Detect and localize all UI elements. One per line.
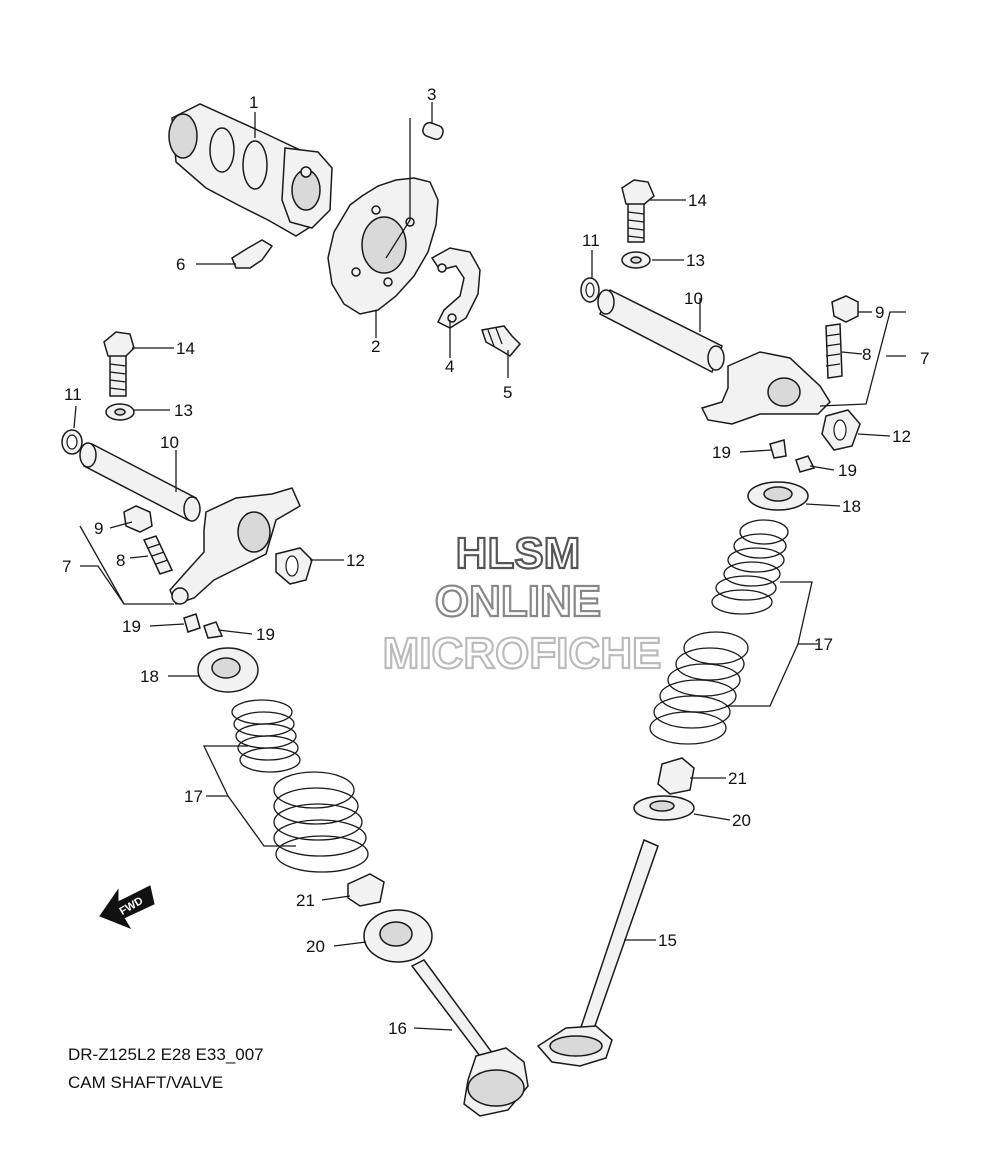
watermark-line-3: MICROFICHE: [383, 629, 662, 678]
leader-lines: [73, 102, 906, 1031]
callout-20-right: 20: [732, 811, 751, 830]
callout-10-right: 10: [684, 289, 703, 308]
right-rocker-bolt: [621, 179, 655, 243]
sprocket-bolt: [481, 325, 522, 357]
callout-12-right: 12: [892, 427, 911, 446]
callout-16: 16: [388, 1019, 407, 1038]
callout-21-right: 21: [728, 769, 747, 788]
callout-19-right-b: 19: [838, 461, 857, 480]
camshaft: [168, 103, 333, 237]
left-outer-spring: [273, 771, 369, 873]
callout-11-right: 11: [582, 231, 600, 250]
left-adjust-screw: [142, 535, 174, 575]
callout-11-left: 11: [64, 385, 82, 404]
sprocket-plate: [430, 247, 481, 329]
fwd-arrow: FWD: [99, 885, 155, 930]
callout-19-right-a: 19: [712, 443, 731, 462]
callout-8-left: 8: [116, 551, 125, 570]
left-o-ring: [61, 429, 83, 455]
right-washer: [621, 251, 651, 269]
callout-19-left-a: 19: [122, 617, 141, 636]
callout-4: 4: [445, 357, 454, 376]
callout-14-right: 14: [688, 191, 707, 210]
left-stem-seal: [347, 873, 385, 907]
watermark-line-1: HLSM: [456, 529, 581, 578]
right-spring-retainer: [747, 481, 809, 511]
intake-valve: [410, 959, 529, 1117]
right-outer-spring: [649, 631, 749, 745]
right-spring-seat: [633, 795, 695, 821]
callout-9-right: 9: [875, 303, 884, 322]
callout-6: 6: [176, 255, 185, 274]
left-rocker-shaft: [79, 442, 201, 522]
callout-18-left: 18: [140, 667, 159, 686]
left-washer: [105, 403, 135, 421]
left-lock-nut: [123, 505, 153, 533]
diagram-caption: DR-Z125L2 E28 E33_007 CAM SHAFT/VALVE: [68, 1045, 264, 1092]
callout-2: 2: [371, 337, 380, 356]
right-stem-seal: [657, 757, 695, 795]
dowel-pin: [422, 121, 444, 141]
callout-3: 3: [427, 85, 436, 104]
callout-8-right: 8: [862, 345, 871, 364]
callout-14-left: 14: [176, 339, 195, 358]
left-shaft-seal: [275, 547, 313, 585]
left-inner-spring: [231, 699, 301, 773]
right-adjust-screw: [825, 323, 843, 379]
callout-18-right: 18: [842, 497, 861, 516]
callout-20-left: 20: [306, 937, 325, 956]
right-shaft-seal: [821, 409, 861, 451]
watermark-line-2: ONLINE: [435, 577, 601, 626]
callout-17-right: 17: [814, 635, 833, 654]
right-o-ring: [580, 277, 600, 303]
left-cotters: [183, 613, 224, 639]
callout-17-left: 17: [184, 787, 203, 806]
callout-15: 15: [658, 931, 677, 950]
cam-sprocket: [327, 177, 439, 315]
left-rocker-bolt: [103, 331, 135, 397]
right-lock-nut: [831, 295, 859, 323]
callout-7-right: 7: [920, 349, 929, 368]
right-inner-spring: [711, 519, 789, 615]
callout-1: 1: [249, 93, 258, 112]
watermark: HLSM ONLINE MICROFICHE: [382, 528, 663, 679]
callout-5: 5: [503, 383, 512, 402]
callout-9-left: 9: [94, 519, 103, 538]
thrust-clip: [231, 239, 274, 269]
left-spring-seat: [363, 909, 433, 963]
exhaust-valve: [536, 838, 659, 1067]
callout-12-left: 12: [346, 551, 365, 570]
callout-13-left: 13: [174, 401, 193, 420]
callout-13-right: 13: [686, 251, 705, 270]
right-cotters: [769, 439, 816, 473]
callout-19-left-b: 19: [256, 625, 275, 644]
left-rocker-arm: [169, 487, 301, 605]
callout-7-left: 7: [62, 557, 71, 576]
model-line-text: DR-Z125L2 E28 E33_007: [68, 1045, 264, 1064]
callout-numbers: 1 2 3 4 5 6 14 13 11 10 9 8 7 12 19 19 1…: [62, 85, 929, 1038]
callout-10-left: 10: [160, 433, 179, 452]
left-spring-retainer: [197, 647, 259, 693]
right-rocker-shaft: [597, 288, 725, 374]
section-title-text: CAM SHAFT/VALVE: [68, 1073, 223, 1092]
callout-21-left: 21: [296, 891, 315, 910]
right-rocker-arm: [700, 351, 831, 425]
